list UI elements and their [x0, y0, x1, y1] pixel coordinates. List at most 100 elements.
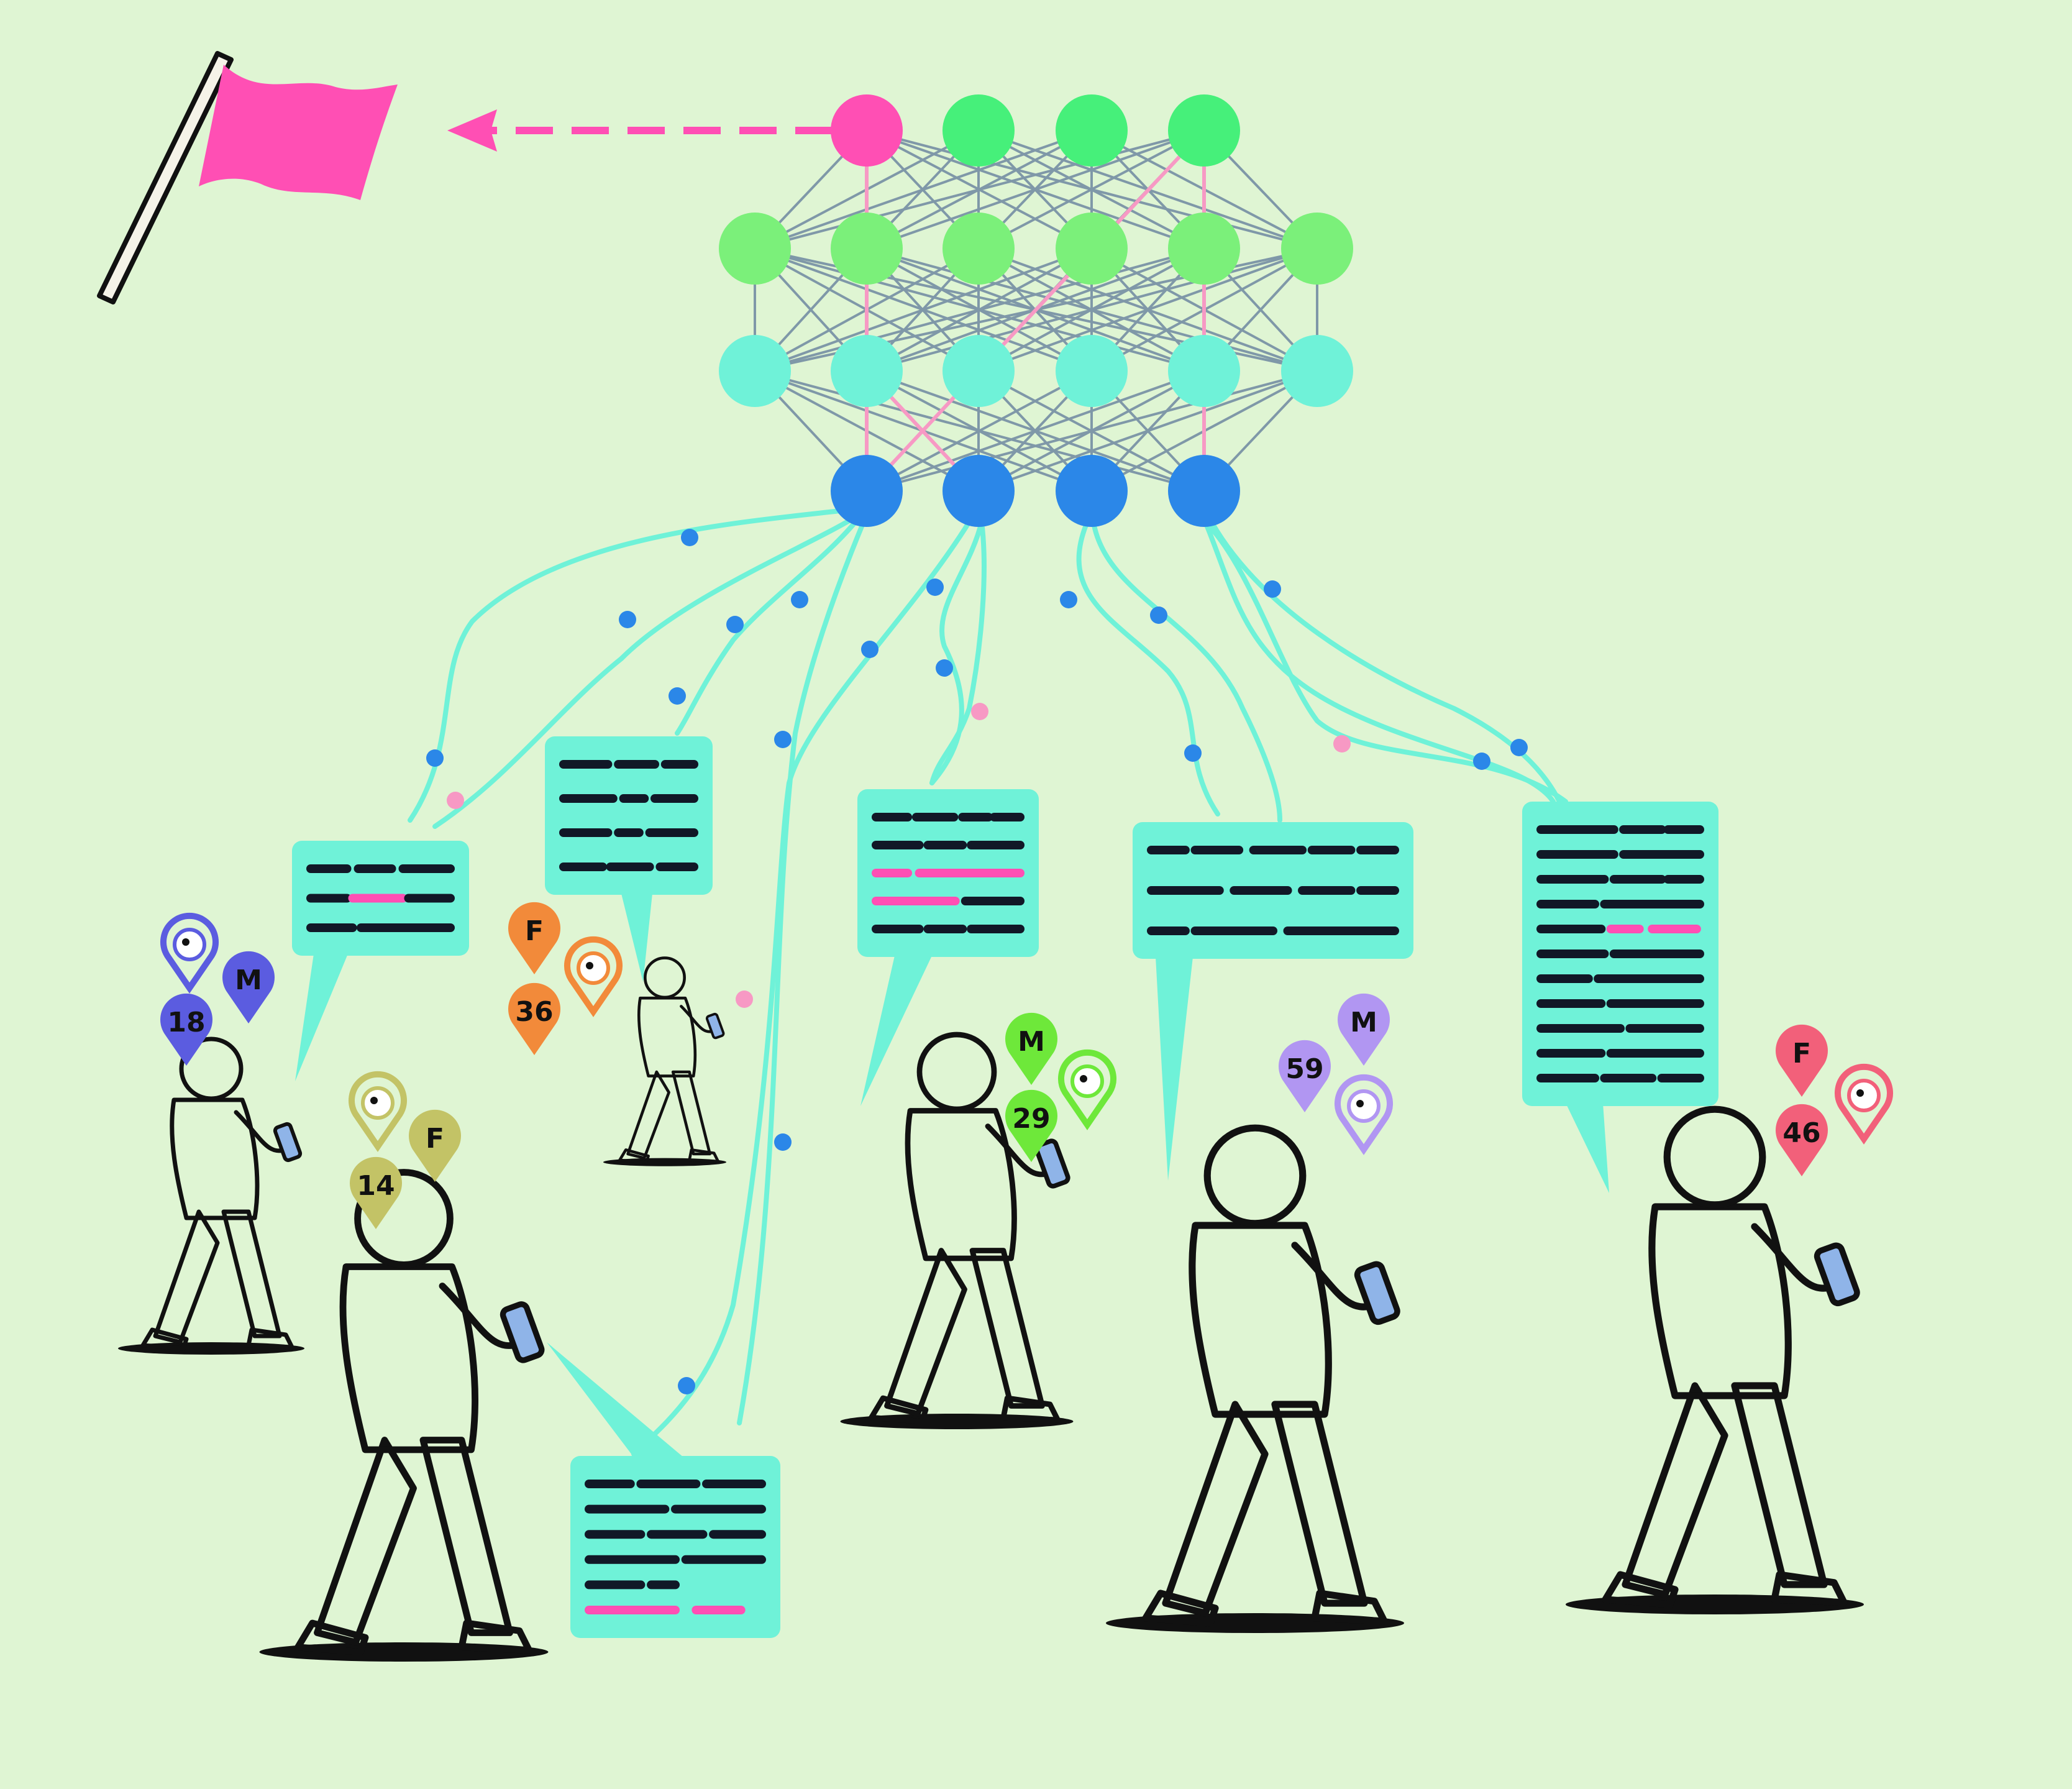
network-link [754, 247, 1092, 372]
gender-pin-icon: F [508, 902, 561, 974]
network-node-hidden-1 [1281, 213, 1353, 285]
message-bubble [1133, 822, 1413, 1181]
network-node-input [1168, 455, 1240, 527]
flow-dot [678, 1377, 695, 1394]
message-bubble [292, 841, 469, 1081]
age-pin-icon: 29 [1005, 1089, 1058, 1162]
message-bubbles [292, 736, 1718, 1638]
location-pin-icon [1335, 1074, 1393, 1155]
person-walking-18 [118, 1036, 304, 1355]
data-flow-line [675, 513, 863, 736]
data-flows [408, 507, 1568, 1457]
network-node-hidden-2 [719, 335, 791, 407]
network-link [866, 370, 1092, 492]
flow-dot [1264, 580, 1281, 598]
age-pin-icon: 14 [350, 1156, 402, 1229]
gender-pin-icon: M [222, 951, 275, 1023]
network-link [866, 247, 1318, 372]
location-pin-icon [1835, 1063, 1893, 1145]
gender-pin-icon: F [1775, 1024, 1828, 1097]
flow-dot [426, 749, 444, 767]
person-walking-59 [1106, 1124, 1404, 1633]
network-node-hidden-2 [1281, 335, 1353, 407]
flow-dot [1184, 744, 1202, 762]
neural-network-icon [719, 94, 1353, 527]
flag-icon [97, 51, 398, 304]
gender-pin-icon: M [1005, 1012, 1058, 1085]
gender-pin-icon: F [409, 1109, 461, 1182]
age-pin-icon: 46 [1775, 1104, 1828, 1176]
network-node-hidden-1 [942, 213, 1015, 285]
network-node-hidden-2 [1168, 335, 1240, 407]
svg-text:14: 14 [357, 1170, 395, 1202]
flow-dot [774, 731, 792, 748]
network-node-input [942, 455, 1015, 527]
location-pin-icon [349, 1071, 407, 1152]
flow-dot [681, 529, 698, 546]
people-group [118, 956, 1864, 1662]
network-link [866, 370, 1318, 492]
network-node-hidden-2 [831, 335, 903, 407]
age-pin-icon: 59 [1279, 1040, 1331, 1112]
flow-dot [936, 659, 953, 677]
network-link [978, 370, 1318, 492]
location-pin-icon [1058, 1049, 1116, 1130]
flow-dot [1060, 591, 1077, 608]
svg-text:M: M [1018, 1026, 1045, 1058]
network-node-input [1056, 455, 1128, 527]
person-walking-36 [603, 956, 726, 1166]
flow-dot [736, 991, 753, 1008]
flow-dot [971, 703, 988, 720]
network-node-hidden-1 [831, 213, 903, 285]
network-node-output [831, 94, 903, 167]
svg-text:F: F [525, 915, 544, 947]
svg-text:46: 46 [1782, 1117, 1820, 1149]
data-flow-line [432, 513, 860, 829]
flow-dot [1150, 606, 1167, 624]
network-link [754, 247, 1205, 372]
svg-text:M: M [1350, 1007, 1377, 1038]
flow-dot [861, 641, 879, 658]
data-flow-line [631, 519, 972, 1457]
network-node-hidden-1 [1056, 213, 1128, 285]
flow-dot [619, 611, 636, 628]
data-flow-line [408, 507, 854, 823]
flow-dot [791, 591, 808, 608]
network-link [866, 129, 1205, 250]
person-walking-46 [1566, 1105, 1864, 1614]
svg-text:M: M [235, 964, 262, 996]
flow-dot [726, 616, 744, 633]
person-walking-29 [840, 1032, 1074, 1429]
svg-text:F: F [426, 1123, 444, 1155]
svg-text:36: 36 [515, 996, 553, 1028]
network-node-hidden-1 [719, 213, 791, 285]
flow-dot [1510, 739, 1528, 756]
message-bubble [1522, 802, 1718, 1193]
data-flow-line [1209, 519, 1562, 804]
svg-text:59: 59 [1285, 1053, 1323, 1085]
location-pin-icon [160, 912, 219, 994]
network-node-output [1168, 94, 1240, 167]
flow-dot [1333, 735, 1351, 753]
network-node-output [1056, 94, 1128, 167]
svg-text:29: 29 [1012, 1103, 1050, 1135]
location-pin-icon [564, 936, 623, 1017]
network-node-output [942, 94, 1015, 167]
data-flow-line [1076, 519, 1220, 817]
flow-dot [447, 792, 464, 809]
flow-dot [926, 579, 944, 596]
network-link [978, 247, 1318, 372]
svg-text:18: 18 [167, 1007, 205, 1038]
age-pin-icon: 36 [508, 982, 561, 1055]
network-link [866, 370, 1205, 492]
network-node-input [831, 455, 903, 527]
svg-text:F: F [1792, 1038, 1811, 1069]
data-flow-line [929, 519, 987, 785]
message-bubble [857, 789, 1039, 1106]
network-link [978, 129, 1205, 250]
network-node-hidden-2 [942, 335, 1015, 407]
network-link [754, 129, 1205, 250]
person-walking-14 [259, 1169, 549, 1662]
